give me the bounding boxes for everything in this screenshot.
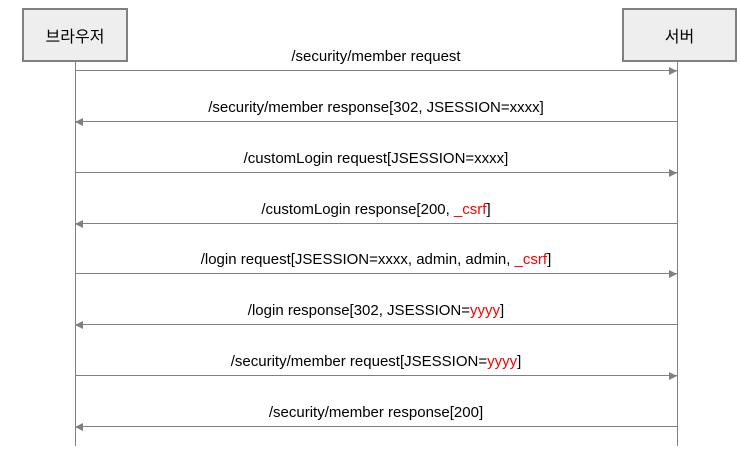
message-label: /login response[302, JSESSION=yyyy] <box>75 302 677 319</box>
message-label: /customLogin response[200, _csrf] <box>75 201 677 218</box>
lifeline-browser <box>75 62 76 446</box>
message-arrow-line <box>75 273 677 274</box>
actor-server-box: 서버 <box>622 8 737 62</box>
label-text: ] <box>517 353 522 370</box>
label-text: /login request[JSESSION=xxxx, admin, adm… <box>200 251 515 268</box>
label-text: /security/member request[JSESSION= <box>230 353 488 370</box>
highlighted-token: _csrf <box>453 201 487 218</box>
arrowhead-left-icon <box>75 220 83 228</box>
message-arrow-line <box>75 172 677 173</box>
actor-browser-box: 브라우저 <box>22 8 128 62</box>
message-arrow-line <box>75 70 677 71</box>
label-text: /security/member response[302, JSESSION=… <box>208 99 544 116</box>
highlighted-token: yyyy <box>487 353 518 370</box>
arrowhead-right-icon <box>669 372 677 380</box>
label-text: ] <box>547 251 552 268</box>
label-text: ] <box>486 201 491 218</box>
arrowhead-left-icon <box>75 321 83 329</box>
highlighted-token: _csrf <box>514 251 548 268</box>
label-text: /customLogin response[200, <box>261 201 454 218</box>
message-label: /security/member response[302, JSESSION=… <box>75 99 677 116</box>
message-label: /security/member request[JSESSION=yyyy] <box>75 353 677 370</box>
message-arrow-line <box>75 121 677 122</box>
arrowhead-right-icon <box>669 67 677 75</box>
label-text: /login response[302, JSESSION= <box>247 302 471 319</box>
arrowhead-right-icon <box>669 270 677 278</box>
message-label: /security/member request <box>75 48 677 65</box>
actor-server-label: 서버 <box>664 29 695 46</box>
label-text: ] <box>500 302 505 319</box>
message-arrow-line <box>75 223 677 224</box>
message-label: /security/member response[200] <box>75 404 677 421</box>
message-arrow-line <box>75 375 677 376</box>
label-text: /security/member response[200] <box>268 404 484 421</box>
arrowhead-left-icon <box>75 118 83 126</box>
lifeline-server <box>677 62 678 446</box>
message-label: /login request[JSESSION=xxxx, admin, adm… <box>75 251 677 268</box>
label-text: /customLogin request[JSESSION=xxxx] <box>243 150 509 167</box>
message-arrow-line <box>75 426 677 427</box>
arrowhead-left-icon <box>75 423 83 431</box>
arrowhead-right-icon <box>669 169 677 177</box>
actor-browser-label: 브라우저 <box>45 29 105 46</box>
highlighted-token: yyyy <box>470 302 501 319</box>
label-text: /security/member request <box>291 48 461 65</box>
message-arrow-line <box>75 324 677 325</box>
message-label: /customLogin request[JSESSION=xxxx] <box>75 150 677 167</box>
